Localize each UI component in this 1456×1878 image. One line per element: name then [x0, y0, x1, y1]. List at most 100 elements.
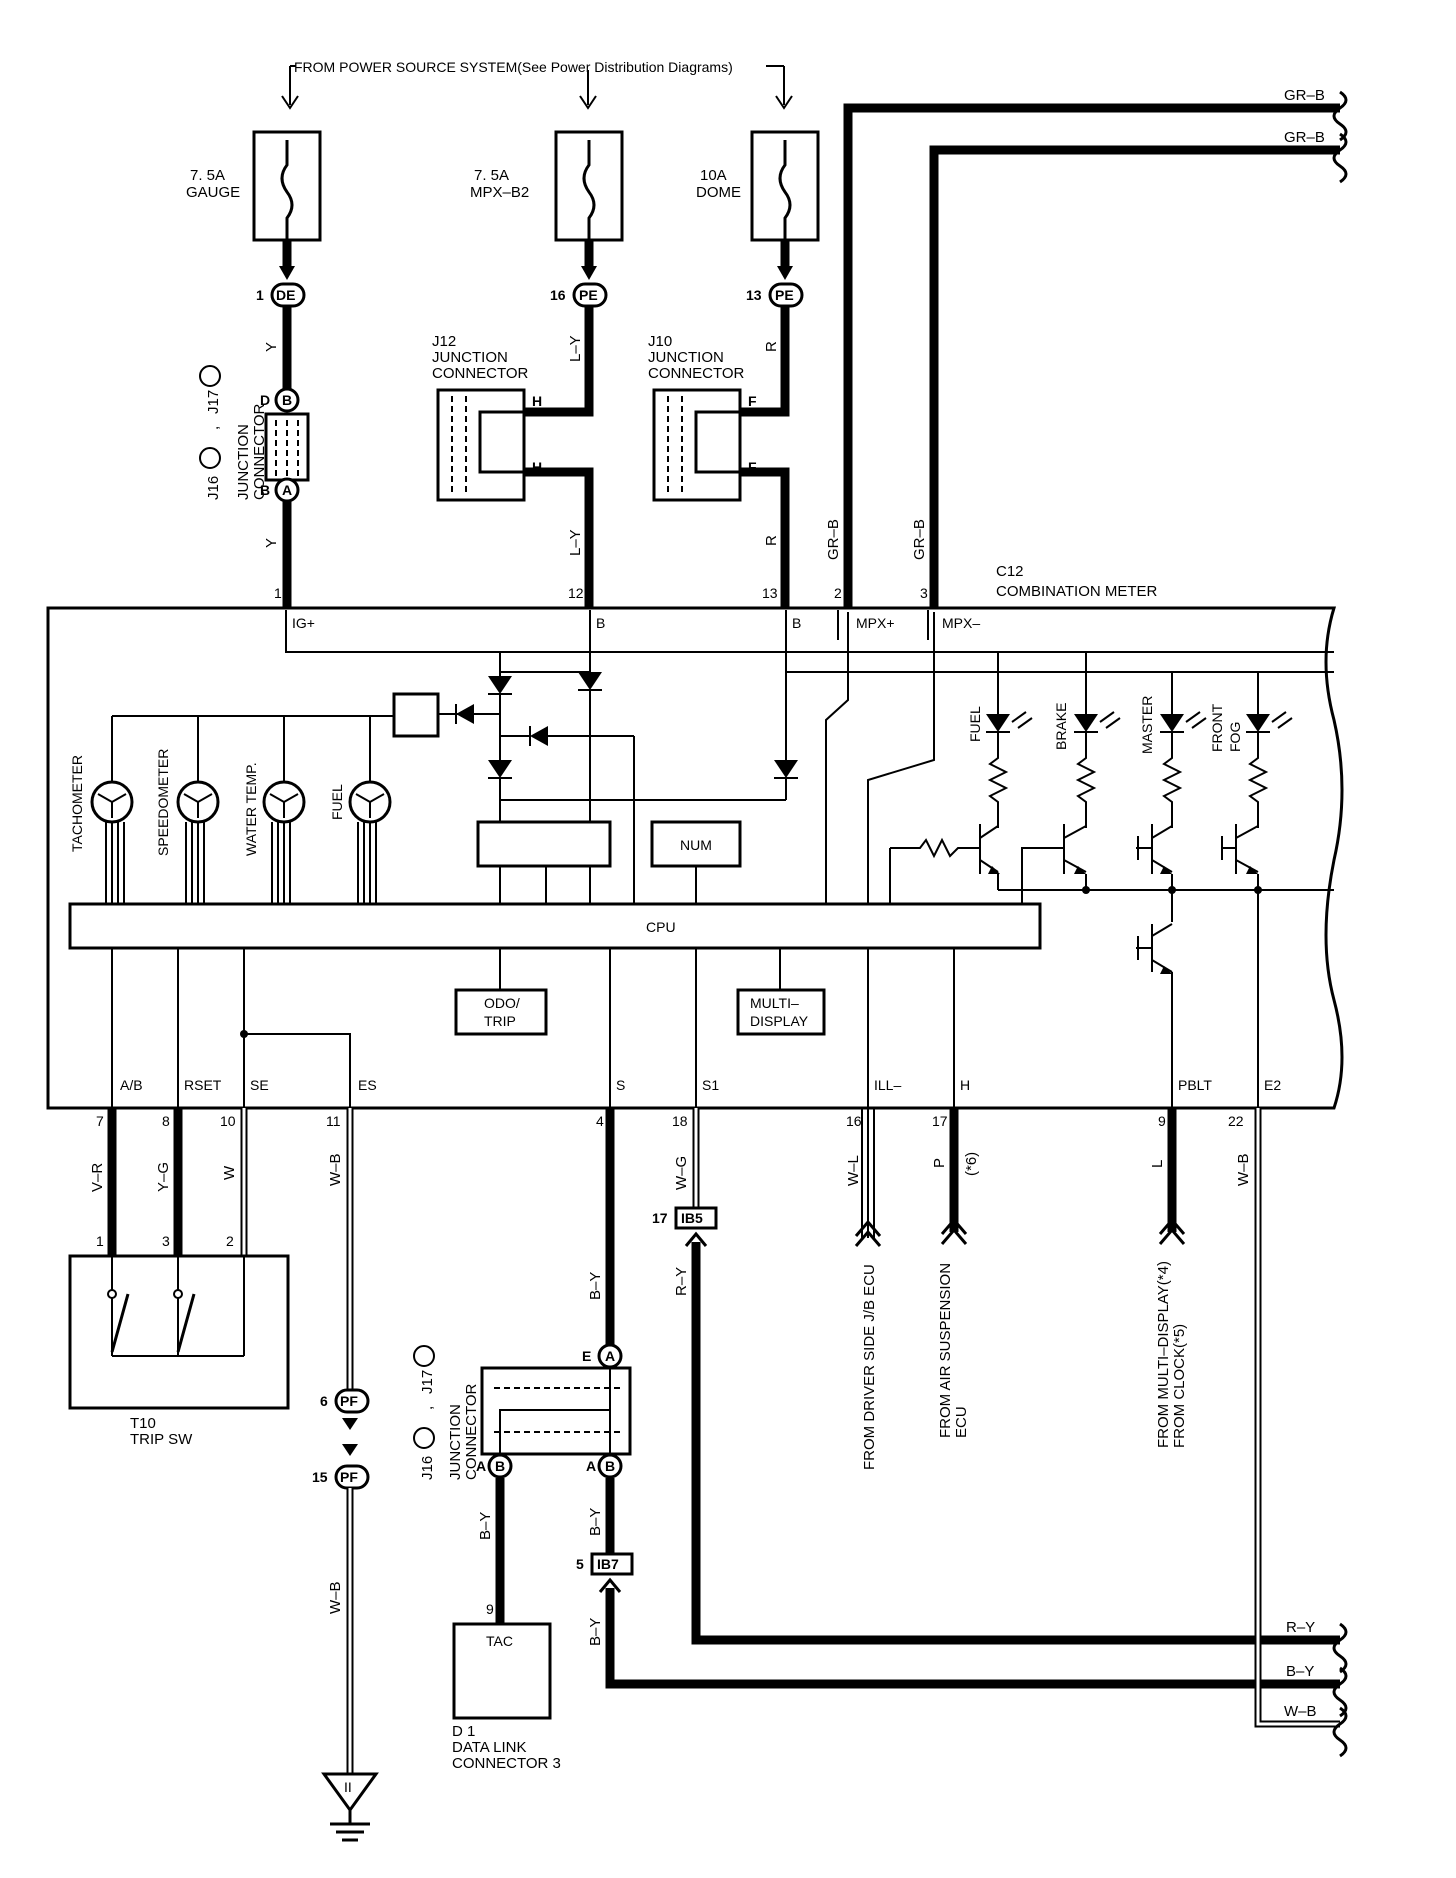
svg-text:MULTI–: MULTI–: [750, 995, 799, 1011]
svg-text:BRAKE: BRAKE: [1053, 703, 1069, 750]
grb-top-2: GR–B: [1284, 129, 1325, 146]
svg-text:F: F: [748, 459, 757, 475]
fuse-output-wires: [279, 240, 793, 280]
svg-text:A: A: [586, 1458, 596, 1474]
from-driver-jb: FROM DRIVER SIDE J/B ECU: [861, 1264, 878, 1470]
svg-text:SE: SE: [250, 1077, 269, 1093]
svg-text:H: H: [532, 393, 542, 409]
e2-wire: W–B: [1235, 1108, 1340, 1728]
fuse-dome-rating: 10A: [700, 167, 727, 184]
svg-text:W–B: W–B: [1235, 1153, 1252, 1186]
term-mpxp: MPX+: [856, 615, 895, 631]
svg-text:TRIP: TRIP: [484, 1013, 516, 1029]
svg-text:9: 9: [486, 1601, 494, 1617]
svg-text:1: 1: [274, 585, 282, 601]
svg-text:L: L: [1149, 1160, 1166, 1168]
svg-text:J16: J16: [205, 476, 222, 500]
svg-text:S1: S1: [702, 1077, 719, 1093]
svg-text:DATA LINK: DATA LINK: [452, 1739, 526, 1756]
svg-text:ODO/: ODO/: [484, 995, 520, 1011]
h-wire: P (*6) FROM AIR SUSPENSION ECU: [931, 1108, 980, 1438]
fuse-mpx-name: MPX–B2: [470, 184, 529, 201]
svg-text:8: 8: [162, 1113, 170, 1129]
svg-text:2: 2: [226, 1233, 234, 1249]
svg-text:P: P: [931, 1158, 948, 1168]
wire-grb-2: GR–B: [825, 519, 842, 560]
fuse-gauge-name: GAUGE: [186, 184, 240, 201]
wire-ly-upper: L–Y: [567, 335, 584, 362]
svg-text:3: 3: [162, 1233, 170, 1249]
svg-text:J12: J12: [432, 333, 456, 350]
power-source-label: FROM POWER SOURCE SYSTEM(See Power Distr…: [294, 59, 733, 75]
term-mpxm: MPX–: [942, 615, 980, 631]
transistors: [889, 824, 1334, 1108]
svg-text:B: B: [282, 392, 292, 408]
svg-text:FRONT: FRONT: [1209, 703, 1225, 752]
wire-ly-lower: L–Y: [567, 529, 584, 556]
s1-wire: W–G IB5 17 R–Y: [652, 1108, 1260, 1645]
svg-text:CONNECTOR: CONNECTOR: [251, 403, 268, 500]
svg-text:CONNECTOR: CONNECTOR: [432, 365, 529, 382]
trip-sw-wires: V–R Y–G W 1 3 2: [89, 1108, 248, 1256]
trip-sw: T10 TRIP SW: [68, 1254, 290, 1448]
svg-text:5: 5: [576, 1556, 584, 1572]
lamp-brake: BRAKE: [1053, 652, 1121, 828]
svg-text:SPEEDOMETER: SPEEDOMETER: [155, 749, 171, 856]
svg-text:4: 4: [596, 1113, 604, 1129]
svg-text:W: W: [221, 1165, 238, 1180]
svg-text:B–Y: B–Y: [587, 1508, 604, 1536]
y-wire-left: Y Y: [263, 306, 292, 612]
svg-text:J10: J10: [648, 333, 672, 350]
svg-text:10: 10: [220, 1113, 236, 1129]
svg-text:JUNCTION: JUNCTION: [447, 1404, 464, 1480]
svg-text:JUNCTION: JUNCTION: [648, 349, 724, 366]
connector-de: DE 1: [256, 282, 306, 308]
svg-text:B: B: [605, 1458, 615, 1474]
svg-text:ES: ES: [358, 1077, 377, 1093]
gr-b-wires: GR–B GR–B: [843, 87, 1348, 612]
connector-pe-2: PE 13: [746, 282, 804, 308]
svg-text:2: 2: [834, 585, 842, 601]
svg-text:PE: PE: [775, 287, 794, 303]
svg-text:V–R: V–R: [89, 1163, 106, 1192]
connector-pe-1: PE 16: [550, 282, 608, 308]
svg-text:RSET: RSET: [184, 1077, 222, 1093]
svg-text:,: ,: [205, 426, 222, 430]
gauge-water-temp: WATER TEMP.: [243, 716, 306, 904]
svg-text:CONNECTOR: CONNECTOR: [463, 1383, 480, 1480]
svg-text:FOG: FOG: [1227, 722, 1243, 752]
fuse-dome: 10A DOME: [696, 130, 820, 242]
svg-text:TAC: TAC: [486, 1633, 513, 1649]
svg-text:7: 7: [96, 1113, 104, 1129]
svg-text:H: H: [960, 1077, 970, 1093]
svg-text:B: B: [495, 1458, 505, 1474]
ill-wire: W–L FROM DRIVER SIDE J/B ECU: [845, 1108, 882, 1470]
svg-text:DISPLAY: DISPLAY: [750, 1013, 809, 1029]
from-multi-display: FROM MULTI–DISPLAY(*4): [1155, 1261, 1172, 1448]
svg-text:R–Y: R–Y: [673, 1267, 690, 1296]
svg-text:B–Y: B–Y: [477, 1512, 494, 1540]
svg-text:A: A: [605, 1348, 615, 1364]
power-source-header: FROM POWER SOURCE SYSTEM(See Power Distr…: [281, 59, 793, 110]
svg-text:TRIP SW: TRIP SW: [130, 1431, 193, 1448]
grb-top-1: GR–B: [1284, 87, 1325, 104]
svg-text:COMBINATION METER: COMBINATION METER: [996, 583, 1158, 600]
junction-j16-j17-lower: A E B A B A J16 JUNCTION CONNECTOR , J17: [413, 1343, 632, 1480]
svg-text:H: H: [532, 459, 542, 475]
lamp-master: MASTER: [1139, 672, 1207, 828]
svg-text:B–Y: B–Y: [587, 1618, 604, 1646]
svg-text:9: 9: [1158, 1113, 1166, 1129]
s-wire: B–Y: [587, 1108, 615, 1346]
svg-text:J17: J17: [419, 1370, 436, 1394]
svg-text:A/B: A/B: [120, 1077, 143, 1093]
svg-text:PF: PF: [340, 1393, 358, 1409]
svg-text:A: A: [282, 482, 292, 498]
svg-text:FUEL: FUEL: [329, 784, 345, 820]
svg-text:J16: J16: [419, 1456, 436, 1480]
svg-text:11: 11: [326, 1113, 341, 1129]
svg-text:R–Y: R–Y: [1286, 1619, 1315, 1636]
svg-text:W–L: W–L: [845, 1155, 862, 1186]
svg-text:A: A: [476, 1458, 486, 1474]
svg-text:TACHOMETER: TACHOMETER: [69, 755, 85, 852]
lamp-front-fog: FRONT FOG: [1209, 672, 1293, 828]
